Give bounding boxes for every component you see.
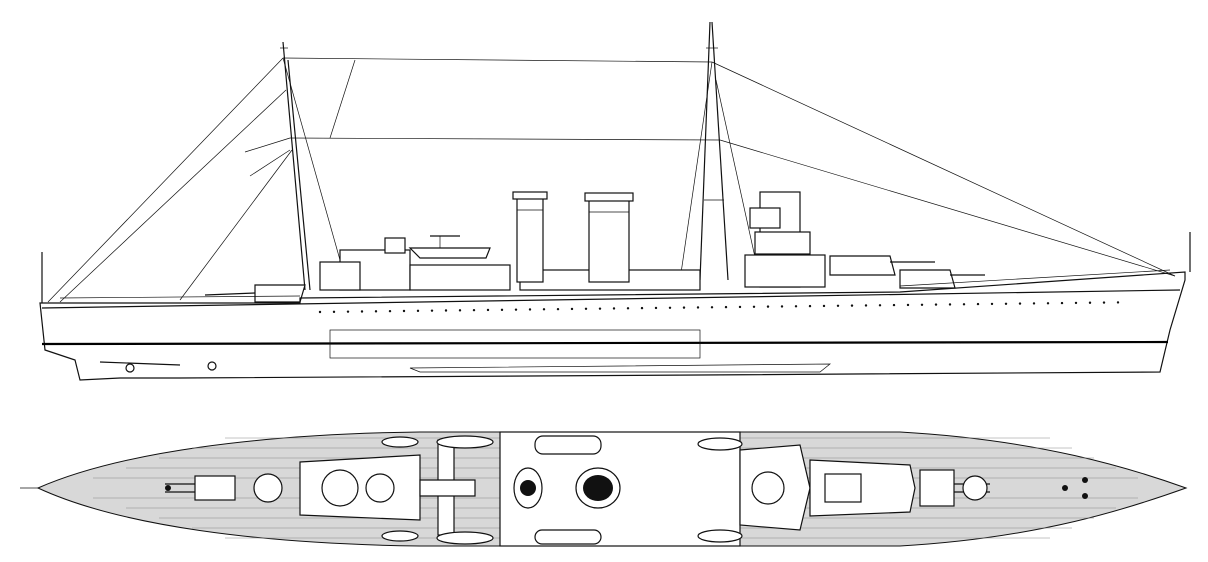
porthole bbox=[528, 308, 532, 311]
seaplane bbox=[408, 235, 491, 259]
catapult-plan bbox=[419, 439, 476, 536]
porthole bbox=[388, 309, 392, 313]
rail-fore bbox=[899, 269, 1171, 287]
porthole bbox=[1004, 302, 1008, 305]
rail-aft bbox=[59, 295, 301, 299]
boats-plan bbox=[381, 435, 743, 545]
turret-plan-aft bbox=[165, 473, 283, 503]
funnel-aft bbox=[584, 192, 634, 283]
porthole bbox=[556, 307, 560, 311]
turret-plan-fore bbox=[824, 469, 990, 507]
mainmast bbox=[699, 21, 729, 281]
porthole bbox=[570, 307, 574, 311]
porthole bbox=[542, 308, 546, 311]
porthole bbox=[1074, 301, 1078, 305]
porthole bbox=[864, 304, 868, 307]
porthole bbox=[514, 308, 518, 311]
porthole bbox=[598, 307, 602, 310]
porthole bbox=[682, 306, 686, 309]
porthole bbox=[822, 304, 826, 308]
porthole bbox=[486, 308, 490, 312]
porthole bbox=[640, 306, 644, 310]
porthole bbox=[332, 310, 336, 314]
porthole bbox=[1116, 301, 1120, 304]
porthole bbox=[724, 305, 728, 309]
porthole bbox=[626, 307, 630, 310]
bridge-plan bbox=[739, 444, 916, 531]
porthole bbox=[780, 305, 784, 308]
porthole bbox=[1088, 301, 1092, 304]
turret-x bbox=[204, 284, 306, 303]
porthole bbox=[612, 307, 616, 310]
porthole bbox=[878, 304, 882, 307]
porthole bbox=[920, 303, 924, 306]
anchors-plan bbox=[165, 477, 1088, 499]
porthole bbox=[472, 308, 476, 312]
porthole bbox=[808, 304, 812, 308]
porthole bbox=[402, 309, 406, 313]
porthole bbox=[766, 305, 770, 308]
porthole bbox=[976, 302, 980, 306]
porthole bbox=[1102, 301, 1106, 304]
porthole bbox=[794, 305, 798, 308]
porthole bbox=[948, 303, 952, 306]
porthole bbox=[850, 304, 854, 307]
funnel-fore bbox=[512, 191, 548, 283]
porthole bbox=[1060, 301, 1064, 305]
porthole bbox=[444, 309, 448, 312]
porthole bbox=[654, 306, 658, 310]
porthole bbox=[906, 303, 910, 307]
porthole bbox=[990, 302, 994, 306]
porthole bbox=[934, 303, 938, 306]
porthole bbox=[752, 305, 756, 308]
porthole bbox=[430, 309, 434, 312]
porthole bbox=[374, 310, 378, 313]
hull-profile bbox=[39, 232, 1191, 381]
porthole bbox=[710, 306, 714, 309]
porthole bbox=[346, 310, 350, 313]
funnels-plan bbox=[513, 467, 621, 509]
porthole bbox=[360, 310, 364, 313]
foremast bbox=[280, 41, 311, 291]
porthole bbox=[500, 308, 504, 312]
porthole bbox=[1046, 302, 1050, 305]
superstructure-plan-aft bbox=[299, 454, 421, 521]
porthole bbox=[1032, 302, 1036, 305]
porthole bbox=[458, 309, 462, 312]
profile-view bbox=[39, 21, 1191, 381]
portholes bbox=[318, 301, 1120, 314]
turret-a bbox=[829, 255, 935, 276]
plan-view bbox=[20, 431, 1188, 547]
porthole bbox=[1018, 302, 1022, 305]
porthole bbox=[696, 306, 700, 309]
superstructure bbox=[319, 191, 826, 291]
porthole bbox=[892, 303, 896, 307]
porthole bbox=[416, 309, 420, 313]
porthole bbox=[668, 306, 672, 309]
porthole bbox=[584, 307, 588, 311]
porthole bbox=[318, 310, 322, 314]
porthole bbox=[962, 303, 966, 306]
porthole bbox=[836, 304, 840, 307]
porthole bbox=[738, 305, 742, 309]
rigging bbox=[47, 57, 1176, 303]
